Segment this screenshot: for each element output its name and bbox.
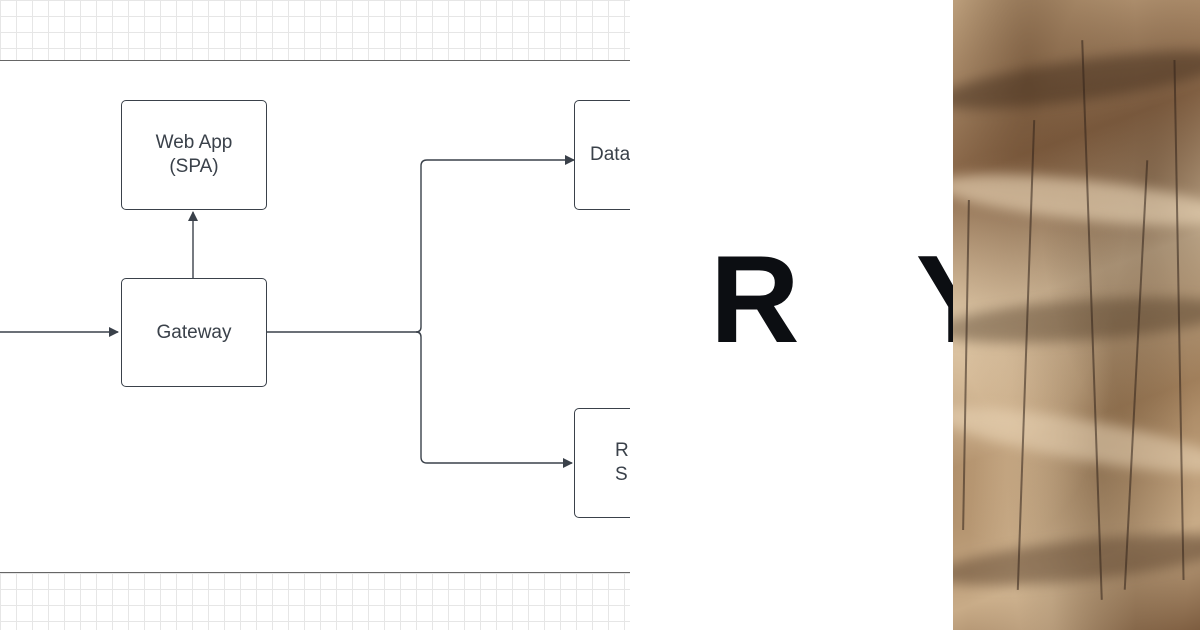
node-service-label: R S	[615, 440, 629, 485]
title-letters: R Y	[710, 231, 955, 369]
paper-crease	[953, 394, 1200, 486]
node-gateway[interactable]: Gateway	[121, 278, 267, 387]
handwriting-stroke	[1123, 160, 1148, 590]
title-panel: R Y	[630, 0, 955, 630]
grid-top	[0, 0, 630, 61]
node-service[interactable]: R S	[574, 408, 630, 518]
paper-crease	[953, 289, 1200, 351]
architecture-diagram: Web App (SPA) Gateway Data R S	[0, 0, 630, 630]
paper-crease	[953, 39, 1200, 121]
paper-crease	[953, 164, 1200, 236]
node-web-app[interactable]: Web App (SPA)	[121, 100, 267, 210]
grid-bottom	[0, 572, 630, 630]
diagram-canvas	[0, 61, 630, 572]
handwriting-stroke	[962, 200, 970, 530]
node-database-label: Data	[590, 144, 630, 165]
paper-texture-image	[953, 0, 1200, 630]
paper-crease	[953, 524, 1200, 596]
node-database[interactable]: Data	[574, 100, 630, 210]
